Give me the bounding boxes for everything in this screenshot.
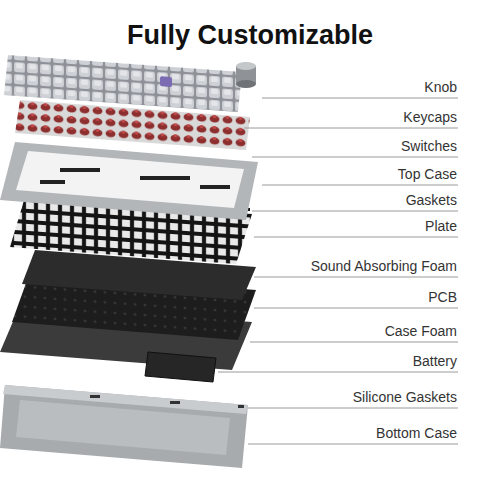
battery (145, 352, 216, 382)
part-label: Silicone Gaskets (352, 389, 458, 406)
part-label: Switches (400, 138, 458, 155)
part-label: Top Case (397, 166, 458, 183)
knob (236, 62, 256, 88)
bottom-case (0, 385, 248, 468)
part-label: Case Foam (384, 323, 458, 340)
part-label: Gaskets (405, 192, 458, 209)
leader-lines (218, 98, 458, 444)
part-label: Battery (412, 353, 458, 370)
part-label: Knob (423, 79, 458, 96)
part-label: Plate (424, 218, 458, 235)
title: Fully Customizable (0, 20, 500, 51)
part-label: PCB (427, 289, 458, 306)
part-label: Sound Absorbing Foam (310, 258, 458, 275)
part-label: Bottom Case (375, 425, 458, 442)
keycaps (4, 55, 242, 112)
silicone-gaskets (90, 395, 244, 408)
top-case (0, 142, 258, 220)
part-label: Keycaps (402, 109, 458, 126)
